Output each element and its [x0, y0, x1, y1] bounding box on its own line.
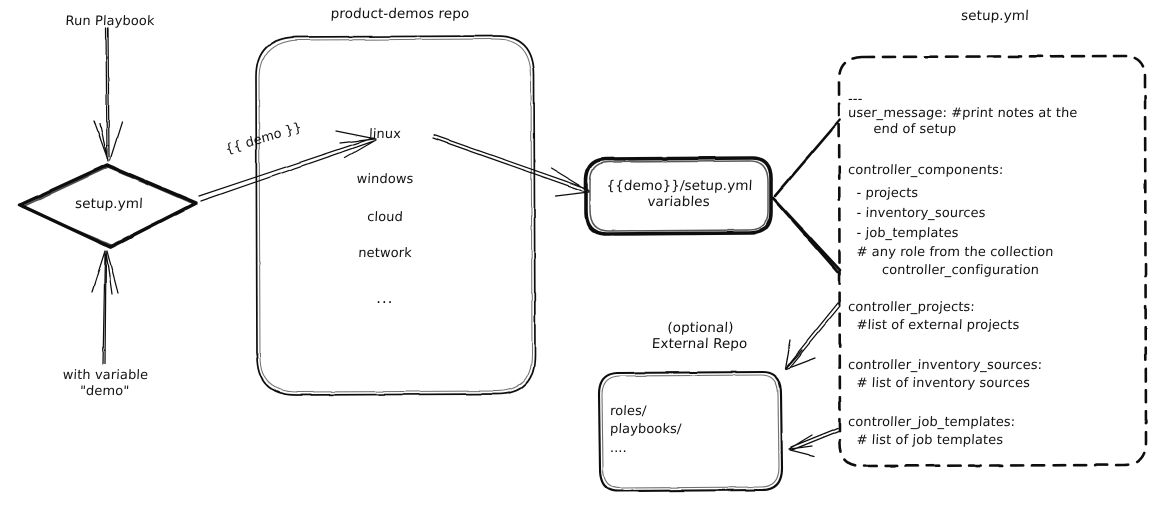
setup-yml-block-controller-inventory-sources-line-1: controller_inventory_sources: [847, 358, 1043, 373]
vars-node-label: {{demo}}/setup.yml variables [606, 178, 753, 211]
setup-yml-block-controller-components-line-3: - inventory_sources [847, 206, 986, 221]
external-repo-title: (optional) External Repo [651, 320, 748, 353]
setup-yml-block-controller-inventory-sources-line-2: # list of inventory sources [847, 376, 1031, 391]
edge-run-playbook-arrow [93, 27, 123, 162]
repo-item-cloud: cloud [366, 210, 404, 225]
run-playbook-label: Run Playbook [65, 14, 155, 29]
decision-node-setup-yml-shape [18, 163, 198, 249]
with-variable-line-1: with variable "demo" [62, 368, 149, 399]
edge-projects-to-external-repo [784, 302, 841, 370]
setup-yml-dashed-box-shape [837, 54, 1148, 468]
setup-yml-block-controller-components-line-5: # any role from the collection [847, 245, 1054, 260]
setup-yml-block-controller-components-line-4: - job_templates [847, 226, 960, 241]
with-variable-label: with variable "demo" [29, 368, 181, 400]
setup-yml-block-user-message-line-2: end of setup [847, 122, 957, 137]
setup-yml-block-controller-job-templates-line-2: # list of job templates [847, 433, 1004, 448]
edge-linux-to-vars [432, 134, 590, 197]
product-demos-repo-title: product-demos repo [330, 6, 470, 22]
setup-yml-block-controller-components-line-1: controller_components: [847, 163, 1004, 178]
repo-item-linux: linux [368, 127, 402, 142]
setup-yml-block-user-message-line-1: user_message: #print notes at the [847, 106, 1078, 121]
vars-node-shape [584, 156, 773, 236]
external-repo-box-shape [597, 370, 784, 493]
product-demos-repo-box-shape [255, 35, 536, 396]
external-repo-line-roles: roles/ [609, 404, 647, 419]
external-repo-line-playbooks: playbooks/ [609, 422, 682, 437]
external-repo-line-ellipsis: .... [609, 441, 628, 456]
repo-item-network: network [357, 246, 413, 261]
setup-yml-block-controller-components-line-6: controller_configuration [847, 263, 1040, 278]
setup-yml-block-controller-projects-line-2: #list of external projects [847, 318, 1020, 333]
edge-with-variable-arrow [91, 250, 119, 365]
setup-yml-block-controller-projects-line-1: controller_projects: [847, 300, 976, 315]
edge-setupyml-to-vars [771, 118, 842, 274]
setup-yml-box-title: setup.yml [960, 8, 1030, 24]
setup-yml-block-controller-job-templates-line-1: controller_job_templates: [847, 415, 1016, 430]
edge-setup-to-linux [198, 130, 377, 202]
repo-item-ellipsis: ... [375, 289, 395, 307]
setup-yml-block-controller-components-line-2: - projects [847, 186, 919, 201]
repo-item-windows: windows [356, 172, 414, 187]
edge-jobtemplates-to-external-repo [788, 427, 840, 457]
decision-node-label: setup.yml [74, 196, 144, 212]
